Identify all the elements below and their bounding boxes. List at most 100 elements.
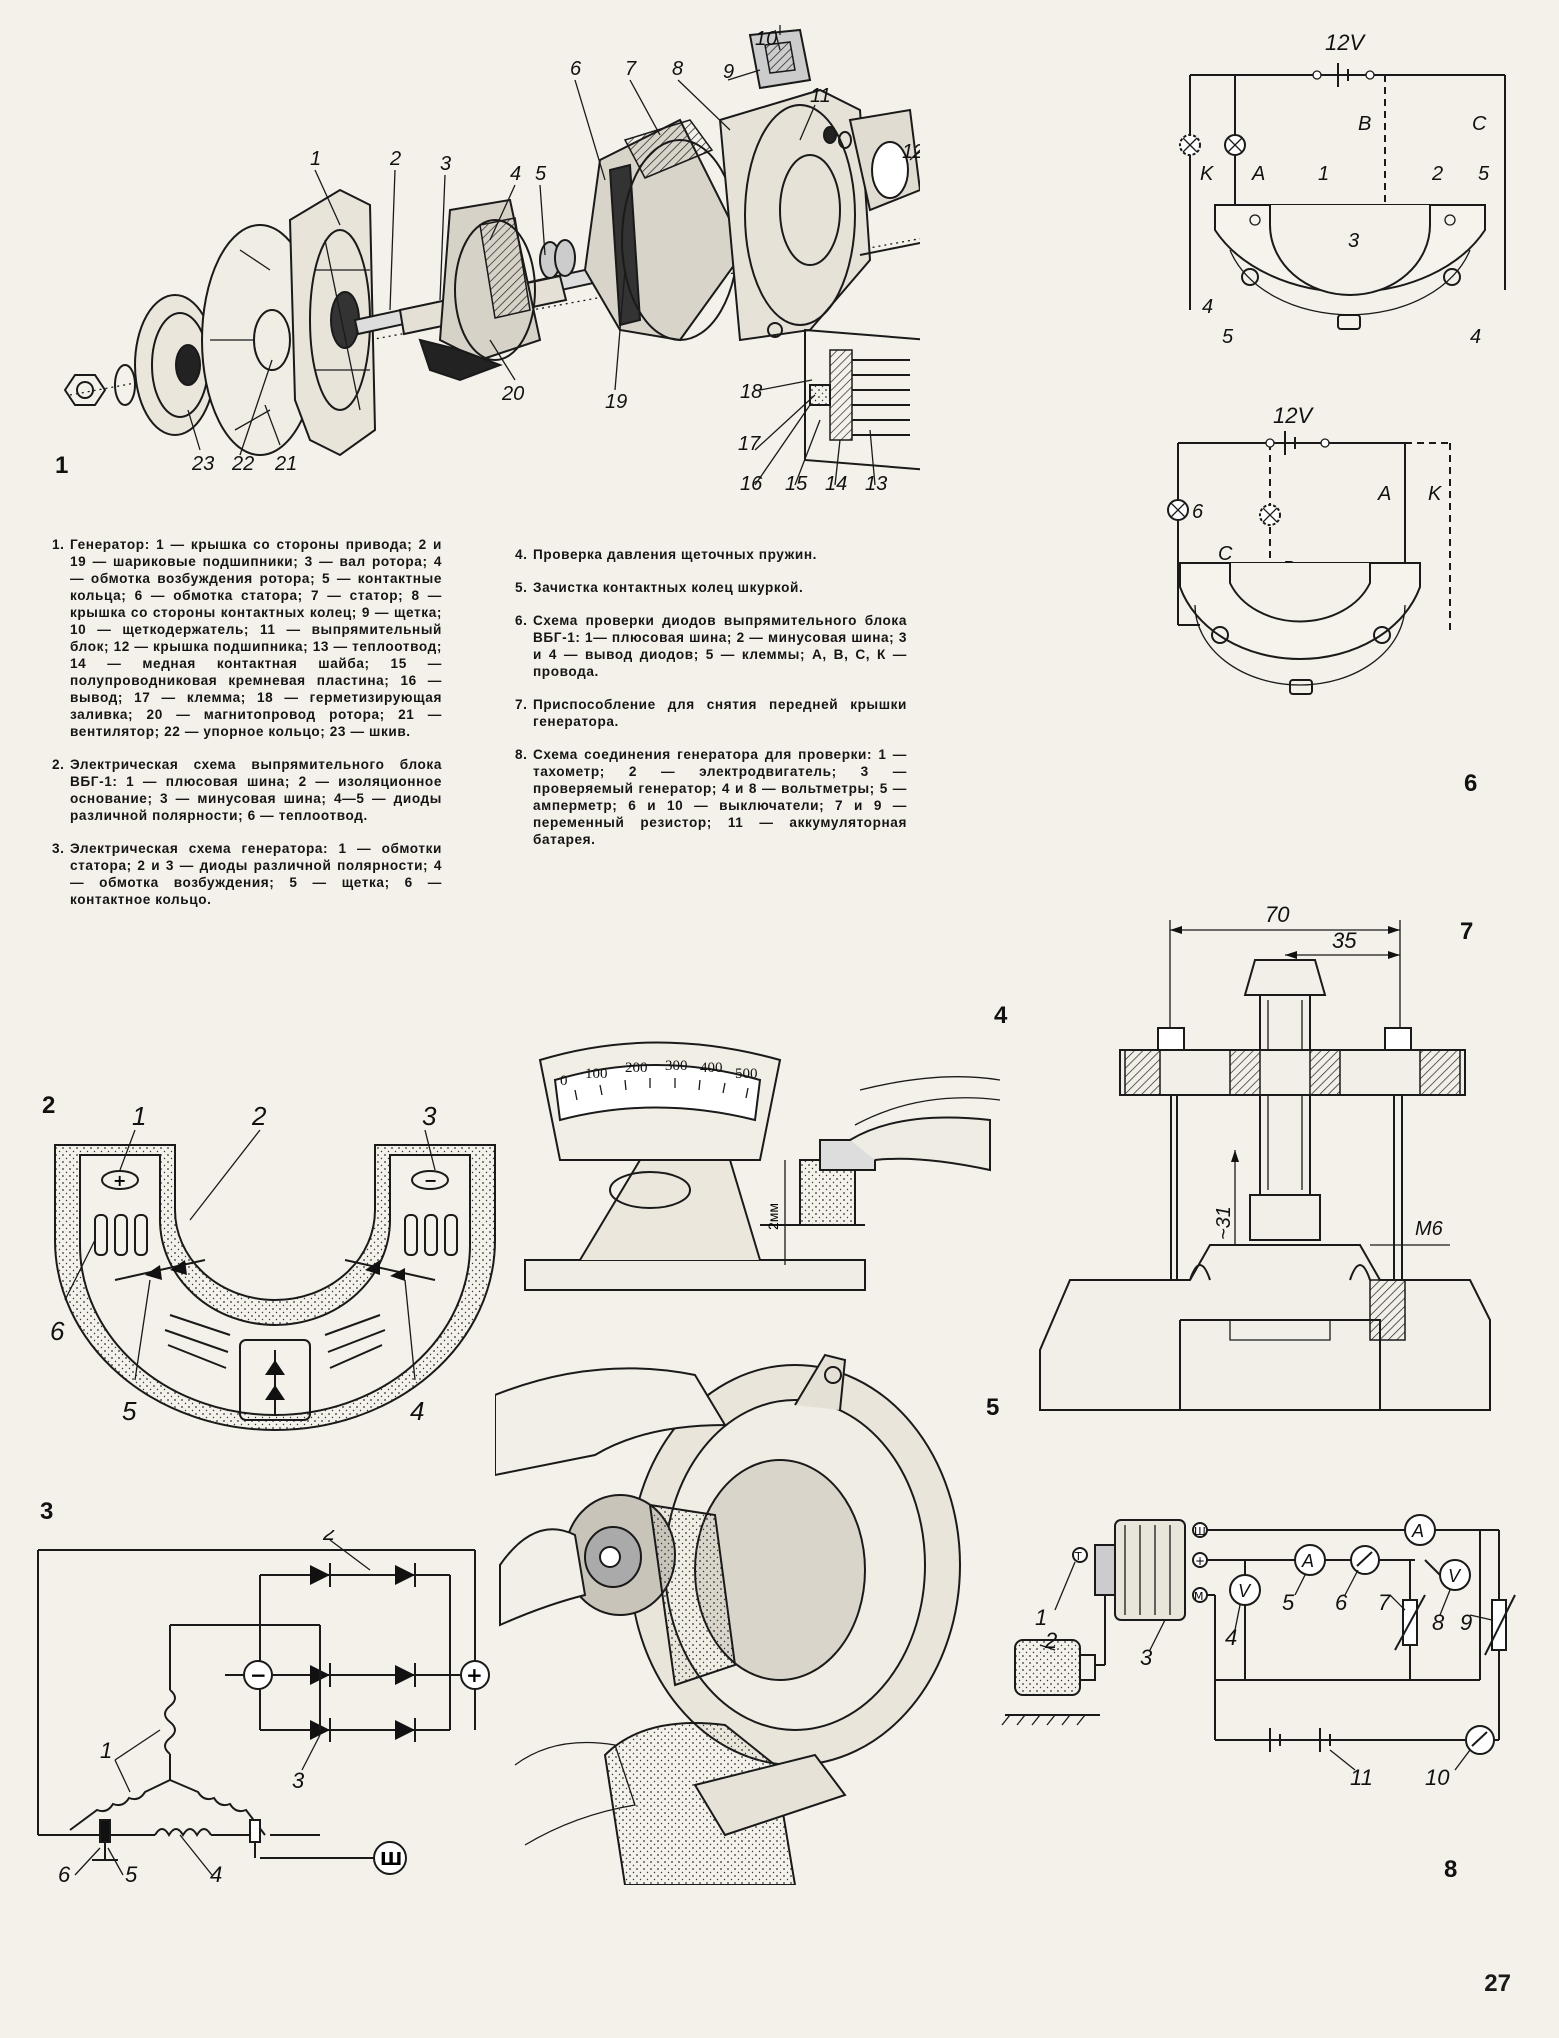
caption-column-right: 4.Проверка давления щеточных пружин. 5.З… [515, 546, 907, 864]
fig7-dim-31: ~31 [1213, 1206, 1235, 1240]
fig1-label-19: 19 [605, 391, 627, 413]
fig8-number: 8 [1444, 1856, 1458, 1883]
fig8-label-11: 11 [1350, 1765, 1373, 1790]
diode-detail [804, 328, 920, 471]
bearing-cover-12 [823, 108, 920, 212]
fig6-number: 6 [1464, 770, 1478, 797]
fig1-label-2: 2 [389, 148, 401, 170]
fig3-label-1: 1 [100, 1738, 112, 1763]
rear-cover-8 [718, 88, 872, 342]
rotor-20 [418, 198, 542, 382]
fig6-voltage-upper: 12V [1325, 30, 1366, 55]
fig2-rectifier-block: + − 1 2 3 4 5 6 [40, 1090, 510, 1440]
fig1-label-20: 20 [501, 383, 524, 405]
fig4-scale-0: 0 [560, 1073, 568, 1089]
nut [63, 374, 107, 406]
fig8-label-10: 10 [1425, 1765, 1450, 1790]
fig1-label-17: 17 [738, 433, 761, 455]
front-cover-1 [288, 188, 377, 457]
fig7-cover-puller: 70 35 ~31 М6 [1030, 900, 1500, 1420]
fig6-upper-label-4: 4 [1202, 296, 1213, 318]
fig6-wire-a-lower: A [1377, 483, 1391, 505]
fig6-upper-label-3: 3 [1348, 230, 1359, 252]
fig6-lamp-upper-2 [1179, 134, 1201, 156]
fig1-label-23: 23 [191, 453, 214, 475]
fig6-lamp-upper [1224, 134, 1246, 156]
fig1-label-9: 9 [723, 61, 734, 83]
fig1-label-16: 16 [740, 473, 763, 490]
fig1-label-15: 15 [785, 473, 808, 490]
fig8-terminal-sh: Ш [1194, 1525, 1206, 1538]
fig2-plus: + [113, 1171, 126, 1190]
fig1-label-14: 14 [825, 473, 847, 490]
fig2-diodes-left [114, 1259, 206, 1281]
fig6-upper-label-1: 1 [1318, 163, 1329, 185]
fig8-terminal-m: М [1194, 1590, 1204, 1603]
fig8-label-1: 1 [1035, 1605, 1047, 1630]
fig8-terminal-t: Т [1074, 1550, 1082, 1563]
fig6-lamp-lower-mid [1259, 504, 1281, 526]
fig3-generator-circuit: − + Ш [20, 1530, 500, 1910]
fig4-scale-200: 200 [625, 1060, 648, 1076]
fig1-label-11: 11 [810, 85, 831, 107]
fig2-label-3: 3 [422, 1101, 437, 1131]
fig8-meter-a-top: A [1411, 1521, 1424, 1541]
fig3-stator-windings [69, 1624, 321, 1836]
fig3-number: 3 [40, 1498, 54, 1525]
fig6-wire-c-lower: C [1218, 543, 1233, 565]
fig8-label-4: 4 [1225, 1625, 1237, 1650]
fig7-thread: М6 [1415, 1218, 1444, 1240]
fig1-label-18: 18 [740, 381, 762, 403]
fig2-label-5: 5 [122, 1396, 137, 1426]
fig3-label-5: 5 [125, 1862, 138, 1887]
fig2-label-4: 4 [410, 1396, 424, 1426]
fig4-scale-500: 500 [735, 1066, 758, 1082]
fig8-label-8: 8 [1432, 1610, 1445, 1635]
slip-rings-5 [539, 239, 576, 279]
fig7-dim-70: 70 [1265, 902, 1290, 927]
caption-8: 8.Схема соединения генератора для провер… [515, 747, 907, 847]
fig2-diodes-center [265, 1350, 285, 1415]
fig6-lower-label-6: 6 [1192, 501, 1204, 523]
fig1-label-21: 21 [274, 453, 297, 475]
fig1-label-3: 3 [440, 153, 451, 175]
fig4-number: 4 [994, 1002, 1008, 1029]
fig6-battery-lower [1265, 431, 1330, 455]
fig2-minus: − [424, 1171, 437, 1190]
fig1-label-7: 7 [625, 58, 637, 80]
fig6-upper-scheme: 12V B C K A 1 2 3 4 [1179, 30, 1506, 348]
fig5-slip-ring-cleaning [495, 1335, 975, 1885]
fig2-diodes-right [344, 1259, 436, 1281]
fig6-lower-scheme: 12V 6 C B A K [1167, 403, 1451, 695]
fig1-label-6: 6 [570, 58, 582, 80]
caption-6: 6.Схема проверки диодов выпрямительного … [515, 613, 907, 679]
fig8-label-9: 9 [1460, 1610, 1472, 1635]
fig6-battery-upper [1312, 63, 1375, 87]
fig7-dim-35: 35 [1332, 928, 1357, 953]
fan-21 [201, 224, 319, 456]
caption-5: 5.Зачистка контактных колец шкуркой. [515, 580, 804, 595]
caption-7: 7.Приспособление для снятия передней кры… [515, 697, 907, 729]
fig5-rotor-hub [564, 1494, 676, 1616]
page-number: 27 [1484, 1970, 1511, 1997]
caption-column-left: 1.Генератор: 1 — крышка со стороны приво… [52, 536, 442, 924]
caption-4: 4.Проверка давления щеточных пружин. [515, 547, 818, 562]
fig4-brush-pressure-check: 0 100 200 300 400 500 2мм [520, 1030, 1000, 1310]
fig2-label-6: 6 [50, 1316, 65, 1346]
fig3-diodes [310, 1563, 416, 1742]
fig4-scale-100: 100 [585, 1066, 608, 1082]
fig1-label-4: 4 [510, 163, 521, 185]
fig6-lamp-lower-left [1167, 499, 1189, 521]
fig2-number: 2 [42, 1092, 56, 1119]
fig6-wire-c-upper: C [1472, 113, 1487, 135]
fig1-label-8: 8 [672, 58, 683, 80]
fig1-label-10: 10 [755, 28, 777, 50]
fig6-wire-a-upper: A [1251, 163, 1265, 185]
fig3-terminal: Ш [380, 1849, 402, 1870]
fig6-upper-label-5: 5 [1478, 163, 1490, 185]
fig8-meter-a-5: A [1301, 1551, 1314, 1571]
stator-7 [583, 118, 747, 342]
fig3-plus: + [466, 1663, 483, 1687]
fig3-label-3: 3 [292, 1768, 305, 1793]
fig8-generator-3 [1094, 1519, 1186, 1621]
